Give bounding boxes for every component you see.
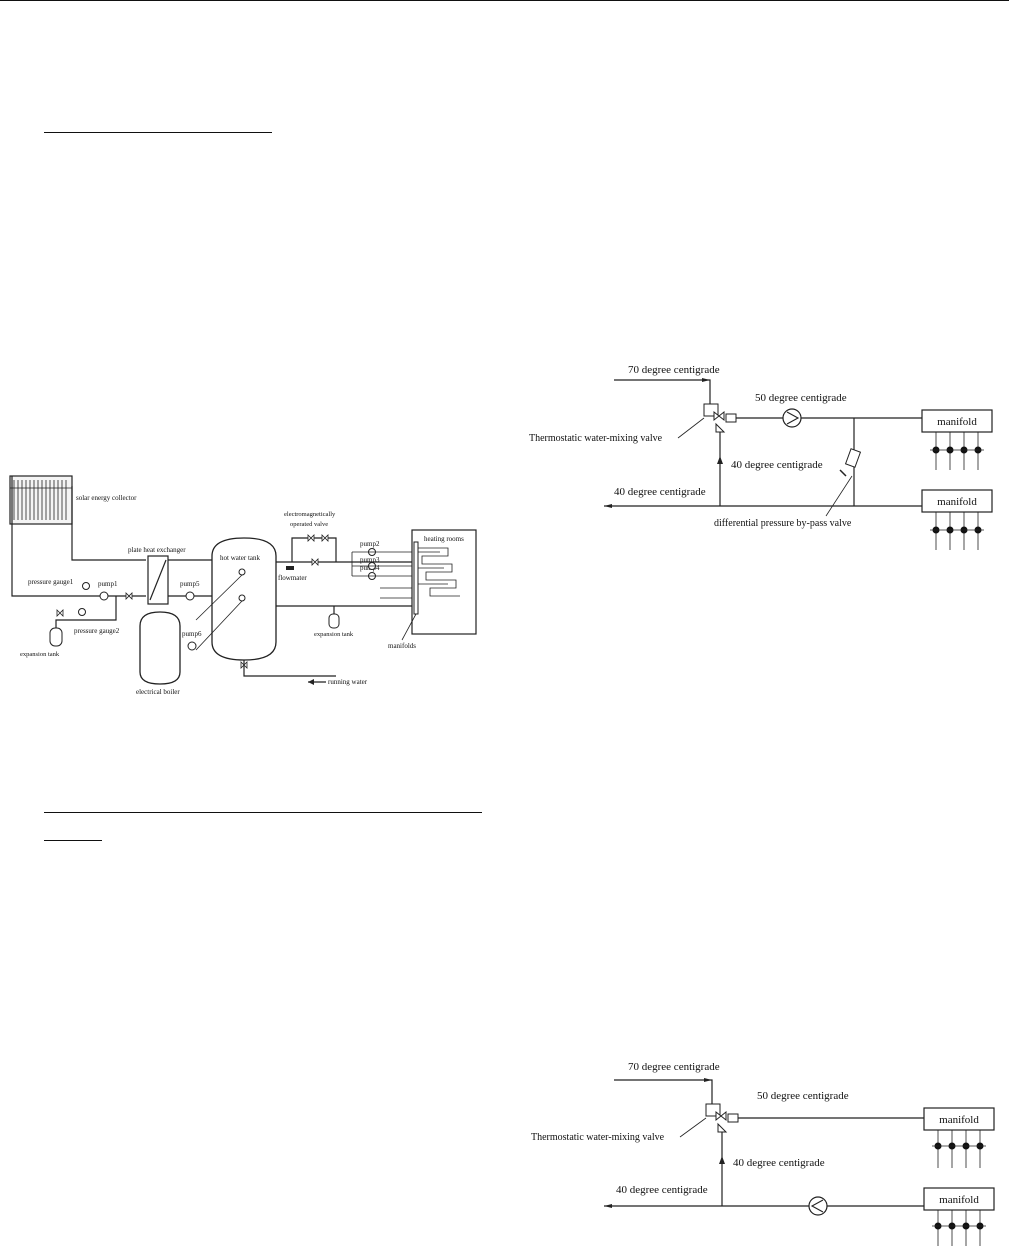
circulation-pump-icon	[782, 408, 802, 428]
label-manifold-top: manifold	[939, 1114, 979, 1126]
label-50c: 50 degree centigrade	[755, 392, 847, 404]
heating-rooms-box	[411, 529, 477, 635]
label-40c-mid: 40 degree centigrade	[733, 1157, 825, 1169]
electrical-boiler	[139, 611, 181, 685]
label-flowmeter: flowmater	[278, 574, 307, 582]
solar-heating-system-diagram: solar energy collector plate heat exchan…	[9, 475, 477, 696]
label-electro1: electromagnetically	[284, 511, 336, 518]
label-manifold-top: manifold	[937, 416, 977, 428]
label-70c: 70 degree centigrade	[628, 364, 720, 376]
manifolds	[413, 541, 419, 615]
label-expansion-tank-left: expansion tank	[20, 651, 60, 658]
heading-underline-3	[44, 840, 102, 841]
mixing-valve-return-pump-diagram: 70 degree centigrade Thermostatic water-…	[531, 1061, 995, 1246]
label-pump1: pump1	[98, 580, 118, 588]
label-electrical-boiler: electrical boiler	[136, 688, 180, 696]
manifold-top	[923, 1107, 995, 1131]
pump1-icon	[99, 591, 109, 601]
label-70c: 70 degree centigrade	[628, 1061, 720, 1073]
label-pressure-gauge2: pressure gauge2	[74, 627, 120, 635]
manifold-bottom	[921, 489, 993, 513]
solar-collector	[9, 475, 73, 525]
label-plate-heat-exchanger: plate heat exchanger	[128, 546, 186, 554]
manifold-bottom-outlets	[930, 512, 984, 550]
pressure-gauge2-icon	[78, 608, 86, 616]
label-pump6: pump6	[182, 630, 202, 638]
label-hot-water-tank: hot water tank	[220, 554, 261, 562]
label-pressure-gauge1: pressure gauge1	[28, 578, 74, 586]
label-50c: 50 degree centigrade	[757, 1090, 849, 1102]
mixing-valve-bypass-diagram: 70 degree centigrade Thermostatic water-…	[529, 364, 993, 550]
label-manifold-bottom: manifold	[939, 1194, 979, 1206]
pump5-icon	[185, 591, 195, 601]
heading-underline-2	[44, 812, 482, 813]
label-expansion-tank-right: expansion tank	[314, 631, 354, 638]
label-manifold-bottom: manifold	[937, 496, 977, 508]
valve-icon	[56, 609, 64, 617]
pressure-gauge1-icon	[82, 582, 90, 590]
bypass-valve	[839, 448, 862, 477]
manifold-top	[921, 409, 993, 433]
label-pump5: pump5	[180, 580, 200, 588]
expansion-tank-right	[328, 613, 340, 629]
manifold-bottom	[923, 1187, 995, 1211]
manifold-top-outlets	[930, 432, 984, 470]
circulation-pump-icon	[808, 1196, 828, 1216]
label-electro2: operated valve	[290, 521, 328, 528]
manifold-bottom-outlets	[932, 1210, 986, 1246]
label-running-water: running water	[328, 678, 368, 686]
label-40c-mid: 40 degree centigrade	[731, 459, 823, 471]
label-pump2: pump2	[360, 540, 380, 548]
pump6-icon	[187, 641, 197, 651]
thermostatic-mixing-valve	[705, 1103, 739, 1133]
manifold-top-outlets	[932, 1130, 986, 1168]
label-40c-return: 40 degree centigrade	[616, 1184, 708, 1196]
flowmeter-icon	[286, 566, 294, 570]
label-pump3: pump3	[360, 556, 380, 564]
label-heating-rooms: heating rooms	[424, 535, 464, 543]
label-thermostatic-valve: Thermostatic water-mixing valve	[529, 433, 663, 444]
expansion-tank-left	[49, 627, 63, 647]
label-solar-collector: solar energy collector	[76, 494, 137, 502]
label-manifolds: manifolds	[388, 642, 416, 650]
heading-underline-1	[44, 132, 272, 133]
label-bypass-valve: differential pressure by-pass valve	[714, 518, 852, 529]
label-40c-return: 40 degree centigrade	[614, 486, 706, 498]
valve-icon	[240, 661, 248, 669]
thermostatic-mixing-valve	[703, 403, 737, 433]
page-top-rule	[0, 0, 1009, 1]
label-thermostatic-valve: Thermostatic water-mixing valve	[531, 1132, 665, 1143]
valve-icon	[125, 592, 133, 600]
